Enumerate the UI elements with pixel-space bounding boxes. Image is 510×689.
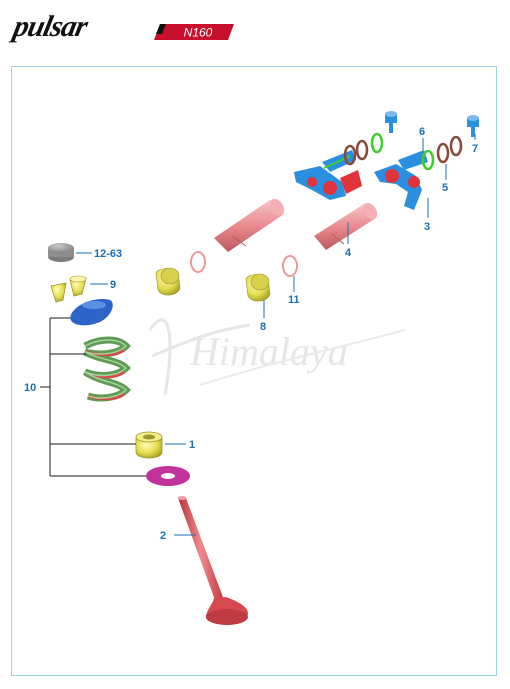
callout-10: 10 <box>24 382 36 394</box>
part-12-63-shim[interactable] <box>48 243 74 262</box>
part-11-oring-left[interactable] <box>190 251 206 273</box>
badge-text: N160 <box>184 26 213 40</box>
part-5-oring-right[interactable] <box>436 135 463 164</box>
spring-seat-washer[interactable] <box>146 466 190 486</box>
model-badge: N160 <box>154 24 234 40</box>
part-6-oring-right[interactable] <box>421 149 435 171</box>
part-8-cap-right[interactable] <box>245 273 271 302</box>
callout-1: 1 <box>189 439 195 451</box>
callout-7: 7 <box>472 143 478 155</box>
callout-3: 3 <box>424 221 430 233</box>
part-7-bolt-right[interactable] <box>467 115 479 137</box>
part-8-cap-left[interactable] <box>155 267 181 296</box>
part-4-shaft-left[interactable] <box>214 196 287 252</box>
callout-2: 2 <box>160 530 166 542</box>
part-6-oring-left[interactable] <box>370 132 384 154</box>
part-3-rocker-right[interactable] <box>374 150 428 210</box>
spring-retainer[interactable] <box>70 299 113 326</box>
part-1-stem-seal[interactable] <box>135 431 163 459</box>
callout-8: 8 <box>260 321 266 333</box>
part-4-shaft-right[interactable] <box>314 200 380 250</box>
watermark-text: Himalaya <box>189 329 348 374</box>
bracket-10 <box>40 317 146 477</box>
part-9-cotters[interactable] <box>50 275 87 303</box>
watermark: Himalaya <box>148 318 406 396</box>
part-7-bolt-left[interactable] <box>385 111 397 133</box>
callout-6: 6 <box>419 126 425 138</box>
brand-logo: pulsar N160 <box>8 6 238 50</box>
valve-spring[interactable] <box>83 336 131 402</box>
part-11-oring-right[interactable] <box>282 255 298 277</box>
callout-11: 11 <box>288 294 300 306</box>
part-5-oring-left[interactable] <box>343 139 369 166</box>
callout-5: 5 <box>442 182 448 194</box>
callout-9: 9 <box>110 279 116 291</box>
part-2-valve[interactable] <box>177 496 249 625</box>
callout-12-63: 12-63 <box>94 248 122 260</box>
part-3-rocker-left[interactable] <box>294 150 362 200</box>
diagram-frame <box>11 66 497 676</box>
callout-4: 4 <box>345 247 352 259</box>
